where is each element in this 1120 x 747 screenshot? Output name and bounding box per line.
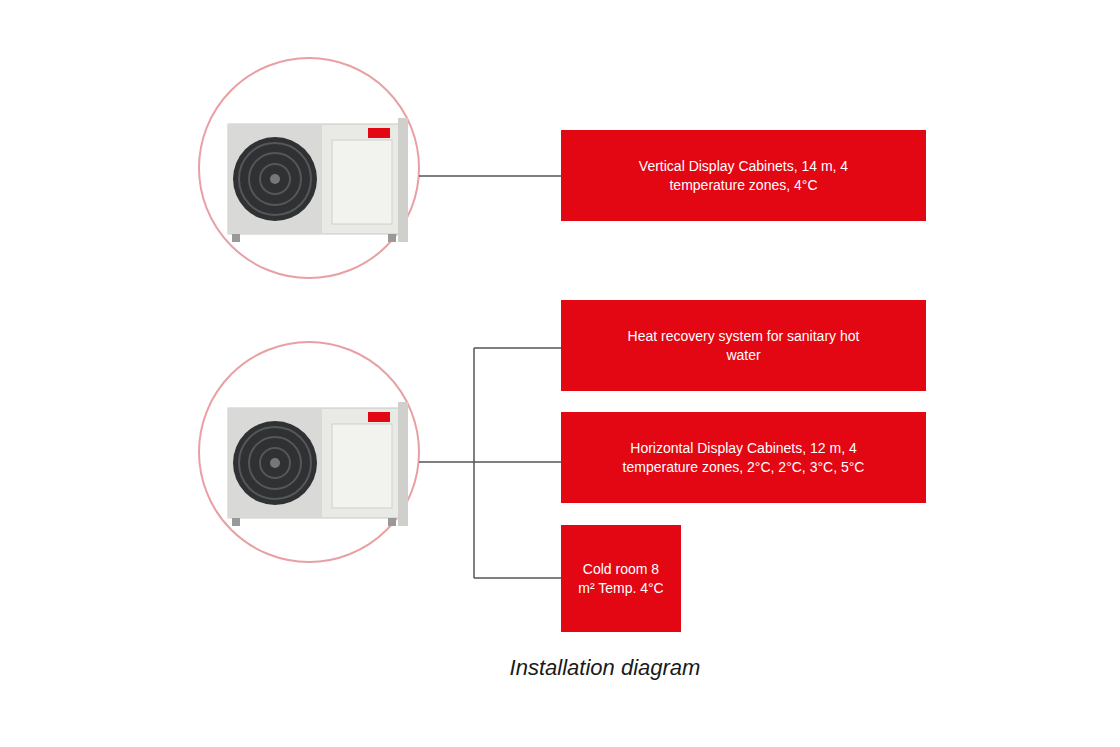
equipment-box: Vertical Display Cabinets, 14 m, 4 tempe… — [561, 130, 926, 221]
equipment-box: Horizontal Display Cabinets, 12 m, 4 tem… — [561, 412, 926, 503]
equipment-box: Cold room 8 m² Temp. 4°C — [561, 525, 681, 632]
box-label: Cold room 8 m² Temp. 4°C — [575, 560, 667, 598]
leader-lines — [419, 176, 561, 578]
equipment-box: Heat recovery system for sanitary hot wa… — [561, 300, 926, 391]
box-label: Horizontal Display Cabinets, 12 m, 4 tem… — [621, 439, 866, 477]
unit-circle-bottom — [199, 342, 419, 562]
box-label: Heat recovery system for sanitary hot wa… — [621, 327, 866, 365]
box-label: Vertical Display Cabinets, 14 m, 4 tempe… — [621, 157, 866, 195]
diagram-caption: Installation diagram — [0, 655, 1120, 681]
unit-circle-top — [199, 58, 419, 278]
